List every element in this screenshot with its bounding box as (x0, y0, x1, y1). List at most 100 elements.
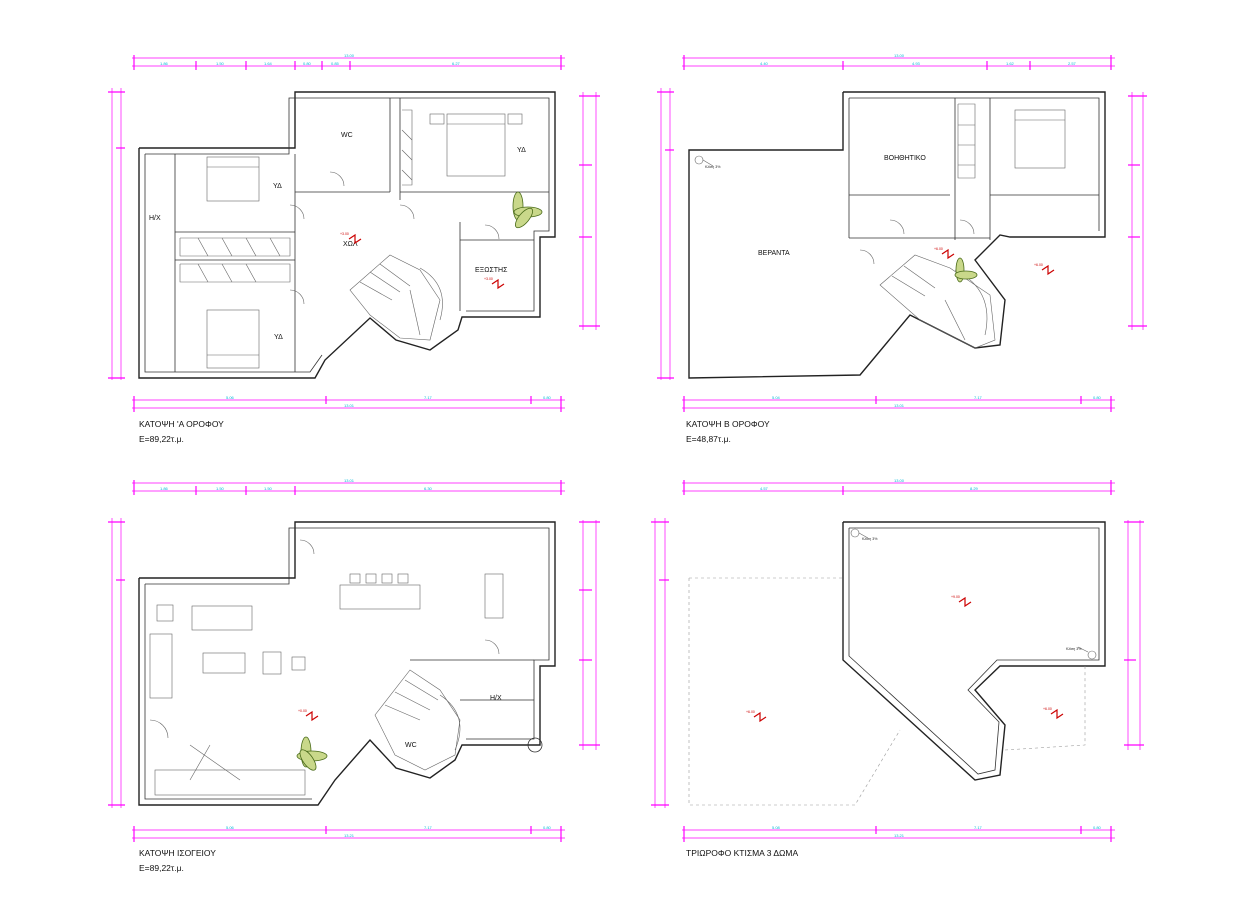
room-label-veranda: ΒΕΡΑΝΤΑ (758, 250, 790, 257)
room-label-bedroom-3: ΥΔ (274, 334, 283, 341)
top-dimension-chain: 1.86 1.50 1.64 0.80 0.85 6.27 13.00 (132, 53, 565, 70)
slope-label: Κλίση 3% (705, 165, 721, 169)
furniture (149, 539, 504, 796)
plan-second-floor: 4.40 4.93 1.62 2.57 13.00 (657, 53, 1147, 444)
dim-bottom-1: 5.06 (226, 825, 235, 830)
dim-top-2: 8.29 (970, 486, 979, 491)
level-label: +6.00 (746, 710, 755, 714)
dim-bottom-3: 0.80 (1093, 825, 1102, 830)
dim-top-4: 2.57 (1068, 61, 1077, 66)
dim-top-4: 0.80 (303, 61, 312, 66)
level-marker: +6.00 (934, 247, 955, 260)
beds (206, 113, 523, 369)
stairs (879, 254, 996, 349)
top-dimension-chain: 1.86 1.50 1.50 6.30 13.01 (132, 478, 565, 495)
plan-title: ΚΑΤΟΨΗ ΙΣΟΓΕΙΟΥ (139, 848, 216, 858)
plan-area: Ε=48,87τ.μ. (686, 434, 731, 444)
dim-top-total: 13.00 (894, 478, 905, 483)
side-dimension-chains (108, 88, 600, 380)
dim-top-1: 4.40 (760, 61, 769, 66)
level-label: +0.00 (298, 709, 307, 713)
dim-top-2: 1.50 (216, 486, 225, 491)
room-label-wc: WC (341, 132, 353, 139)
dim-bottom-2: 7.17 (424, 825, 433, 830)
dim-bottom-total: 13.01 (344, 403, 355, 408)
dim-top-total: 13.00 (344, 53, 355, 58)
dim-bottom-2: 7.17 (424, 395, 433, 400)
slope-marker: Κλίση 3% (850, 528, 878, 541)
dim-top-3: 1.62 (1006, 61, 1015, 66)
plant-icon (512, 191, 543, 229)
level-label: +3.00 (340, 232, 349, 236)
plan-title: ΚΑΤΟΨΗ 'Α ΟΡΟΦΟΥ (139, 419, 224, 429)
dim-top-6: 6.27 (452, 61, 461, 66)
dim-top-total: 13.01 (344, 478, 355, 483)
level-marker: +0.00 (298, 709, 319, 722)
bottom-dimension-chain: 5.06 7.17 0.80 13.21 (132, 825, 565, 842)
dim-top-1: 1.86 (160, 61, 169, 66)
top-dimension-chain: 4.57 8.29 13.00 (682, 478, 1115, 495)
dim-top-3: 1.50 (264, 486, 273, 491)
dim-top-5: 0.85 (331, 61, 340, 66)
dim-top-2: 1.50 (216, 61, 225, 66)
slope-label: Κλίση 3% (862, 537, 878, 541)
walls (138, 521, 556, 806)
walls (688, 91, 1106, 379)
room-label-hx: Η/Χ (490, 695, 502, 702)
bottom-dimension-chain: 5.04 7.17 0.80 13.01 (682, 395, 1115, 412)
level-label: +6.00 (934, 247, 943, 251)
plan-roof: 4.57 8.29 13.00 Κλίση 3% (651, 478, 1144, 858)
room-label-hx: Η/Χ (149, 215, 161, 222)
plan-area: Ε=89,22τ.μ. (139, 434, 184, 444)
room-label-bedroom-2: ΥΔ (517, 147, 526, 154)
door-swings (859, 219, 975, 265)
plan-ground-floor: 1.86 1.50 1.50 6.30 13.01 (108, 478, 600, 873)
plant-icon (954, 257, 978, 283)
room-label-storage: ΒΟΗΘΗΤΙΚΟ (884, 155, 926, 162)
dim-bottom-3: 0.80 (543, 825, 552, 830)
bed (1014, 109, 1066, 169)
room-label-hall: ΧΩΛ (343, 241, 358, 248)
plan-area: Ε=89,22τ.μ. (139, 863, 184, 873)
level-label: +6.00 (1043, 707, 1052, 711)
level-marker: +6.00 (1034, 263, 1055, 276)
dim-bottom-1: 5.08 (772, 825, 781, 830)
level-marker: +6.00 (746, 710, 767, 723)
plan-title: ΚΑΤΟΨΗ Β ΟΡΟΦΟΥ (686, 419, 770, 429)
side-dimension-chains (657, 88, 1147, 380)
level-label: +9.00 (951, 595, 960, 599)
level-label: +6.00 (1034, 263, 1043, 267)
dim-bottom-2: 7.17 (974, 395, 983, 400)
dim-top-4: 6.30 (424, 486, 433, 491)
plan-title: ΤΡΙΩΡΟΦΟ ΚΤΙΣΜΑ 3 ΔΩΜΑ (686, 848, 798, 858)
top-dimension-chain: 4.40 4.93 1.62 2.57 13.00 (682, 53, 1115, 70)
bottom-dimension-chain: 5.06 7.17 0.80 13.01 (132, 395, 565, 412)
level-marker: +9.00 (951, 595, 972, 608)
room-label-bedroom-1: ΥΔ (273, 183, 282, 190)
bottom-dimension-chain: 5.08 7.17 0.80 13.21 (682, 825, 1115, 842)
plan-first-floor: 1.86 1.50 1.64 0.80 0.85 6.27 13.00 (108, 53, 600, 444)
slope-marker: Κλίση 3% (1066, 646, 1097, 660)
level-label: +3.00 (484, 277, 493, 281)
plant-icon (296, 736, 328, 771)
door-swings (289, 171, 500, 305)
side-dimension-chains (108, 518, 600, 808)
room-label-wc: WC (405, 742, 417, 749)
level-marker: +6.00 (1043, 707, 1064, 720)
dim-top-1: 1.86 (160, 486, 169, 491)
dim-top-1: 4.57 (760, 486, 769, 491)
stairs (374, 669, 461, 771)
walls (138, 91, 556, 379)
dim-bottom-3: 0.80 (543, 395, 552, 400)
dim-bottom-total: 13.21 (894, 833, 905, 838)
dim-bottom-1: 5.06 (226, 395, 235, 400)
dim-top-total: 13.00 (894, 53, 905, 58)
room-label-balcony: ΕΞΩΣΤΗΣ (475, 267, 508, 274)
wardrobes-and-stairs (179, 109, 443, 341)
dim-top-2: 4.93 (912, 61, 921, 66)
level-marker: +3.00 (484, 277, 505, 290)
slope-label: Κλίση 3% (1066, 647, 1082, 651)
level-marker: +3.00 (340, 232, 362, 245)
walls (688, 521, 1106, 806)
